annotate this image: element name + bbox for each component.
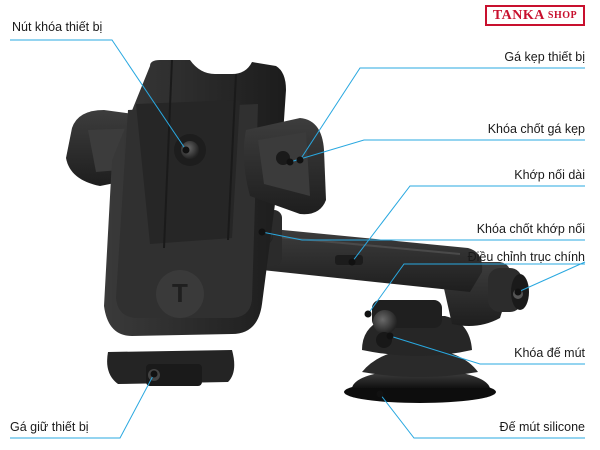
label-long-joint: Khớp nối dài [514, 168, 585, 182]
label-clamp-arm: Gá kẹp thiết bị [504, 50, 585, 64]
callout-line-holder-foot [10, 373, 155, 439]
silicone-suction-base [344, 348, 496, 403]
label-axis-adjust: Điều chỉnh trục chính [467, 250, 585, 264]
callout-line-axis-adjust-tail [517, 261, 586, 293]
suction-lock-knob [373, 310, 397, 334]
logo-emblem [156, 270, 204, 318]
callout-line-clamp-arm [299, 67, 585, 161]
label-clamp-lock: Khóa chốt gá kẹp [487, 122, 585, 136]
label-suction-lock: Khóa đế mút [514, 346, 585, 360]
right-clamp-lock [243, 118, 326, 215]
callout-line-silicone-base [379, 393, 585, 439]
label-joint-lock: Khóa chốt khớp nối [476, 222, 585, 236]
label-holder-foot: Gá giữ thiết bị [10, 420, 89, 434]
callout-dots [150, 146, 522, 398]
brand-suffix: SHOP [547, 10, 578, 21]
callout-line-long-joint [351, 185, 585, 263]
logo-letter: T [172, 278, 188, 308]
suction-lock-hub [362, 300, 472, 356]
callout-line-suction-lock [389, 335, 585, 365]
device-holder-foot [107, 350, 235, 386]
label-device-lock-button: Nút khóa thiết bị [12, 20, 103, 34]
holder-back-plate [104, 59, 286, 336]
callout-line-axis-adjust [367, 263, 585, 315]
callout-line-joint-lock [261, 231, 585, 241]
label-silicone-base: Đế mút silicone [499, 420, 585, 434]
callout-lines [10, 39, 586, 439]
brand-logo: TANKA SHOP [485, 5, 585, 26]
brand-name: TANKA [492, 7, 545, 23]
callout-line-lock-button [10, 39, 187, 151]
callout-line-clamp-lock [289, 139, 585, 163]
